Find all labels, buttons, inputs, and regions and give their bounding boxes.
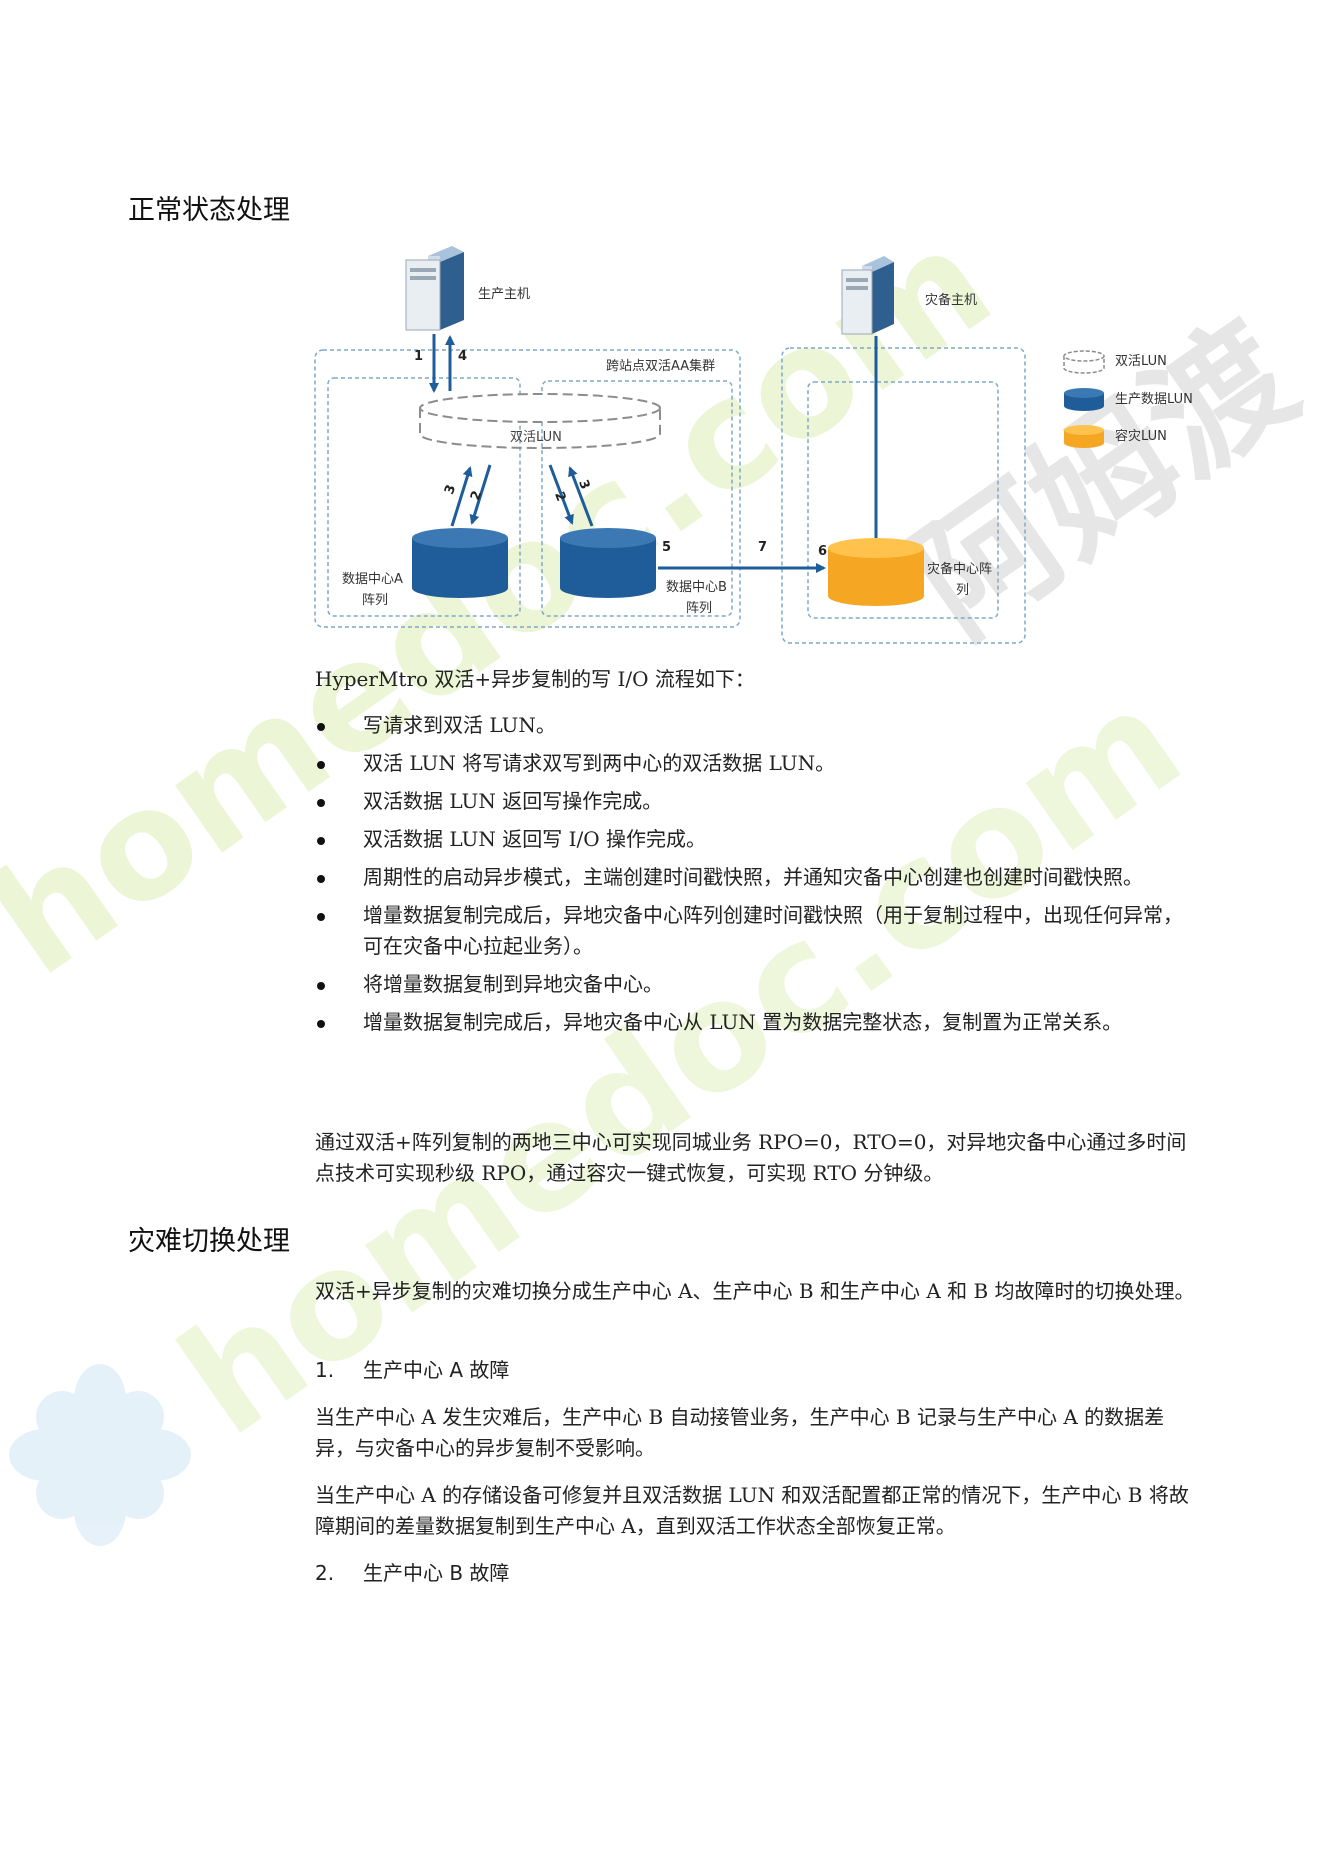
step-6-label: 6: [818, 544, 827, 559]
legend: 双活LUN 生产数据LUN 容灾LUN: [1063, 350, 1193, 448]
step-5-label: 5: [662, 540, 671, 555]
dc-b-lun-cylinder-icon: [560, 528, 656, 598]
dc-b-label-line-2: 阵列: [686, 601, 712, 616]
list-item: 双活数据 LUN 返回写操作完成。: [315, 786, 1195, 817]
list-item-text: 周期性的启动异步模式，主端创建时间戳快照，并通知灾备中心创建也创建时间戳快照。: [363, 865, 1143, 889]
bullet-icon: [317, 837, 325, 845]
arrow-step-2-a: [469, 464, 492, 525]
step-1-label: 1: [414, 349, 423, 364]
arrow-step-3-a: [450, 466, 473, 527]
section-heading-normal: 正常状态处理: [128, 195, 290, 226]
architecture-diagram: 跨站点双活AA集群 生产主机 灾备主机 1 4: [314, 246, 1193, 644]
bullet-icon: [317, 761, 325, 769]
dr-host-label: 灾备主机: [925, 292, 977, 308]
io-flow-list: 写请求到双活 LUN。 双活 LUN 将写请求双写到两中心的双活数据 LUN。 …: [315, 710, 1195, 1045]
paragraph-a1: 当生产中心 A 发生灾难后，生产中心 B 自动接管业务，生产中心 B 记录与生产…: [315, 1405, 1165, 1460]
list-item-text: 双活数据 LUN 返回写 I/O 操作完成。: [363, 827, 707, 851]
step-4-label: 4: [458, 349, 467, 364]
aa-lun-cylinder-icon: [419, 393, 661, 449]
section-heading-disaster: 灾难切换处理: [128, 1226, 290, 1257]
watermark-flower-icon: [9, 1364, 191, 1546]
disaster-intro-paragraph: 双活+异步复制的灾难切换分成生产中心 A、生产中心 B 和生产中心 A 和 B …: [315, 1279, 1195, 1303]
dr-outer-box: [781, 347, 1026, 644]
dc-a-lun-cylinder-icon: [412, 528, 508, 598]
legend-label-dr-lun: 容灾LUN: [1115, 428, 1167, 444]
cluster-box: [314, 349, 741, 628]
step-2b-label: 2: [551, 490, 568, 504]
item-number: 2.: [315, 1561, 335, 1585]
dc-a-box: [327, 377, 521, 617]
list-item: 双活 LUN 将写请求双写到两中心的双活数据 LUN。: [315, 748, 1195, 779]
list-item-text: 写请求到双活 LUN。: [363, 713, 556, 737]
bullet-icon: [317, 875, 325, 883]
list-item-text: 增量数据复制完成后，异地灾备中心阵列创建时间戳快照（用于复制过程中，出现任何异常…: [363, 903, 1183, 958]
list-item-text: 双活数据 LUN 返回写操作完成。: [363, 789, 663, 813]
legend-prod-lun-icon: [1064, 388, 1104, 411]
legend-dr-lun-icon: [1064, 425, 1104, 448]
list-item-text: 将增量数据复制到异地灾备中心。: [363, 972, 663, 996]
dr-center-label-line-1: 灾备中心阵: [927, 561, 992, 577]
list-item: 增量数据复制完成后，异地灾备中心阵列创建时间戳快照（用于复制过程中，出现任何异常…: [315, 900, 1195, 962]
arrow-step-2-b: [548, 464, 574, 525]
dr-host-server-icon: [841, 256, 894, 335]
paragraph-a2: 当生产中心 A 的存储设备可修复并且双活数据 LUN 和双活配置都正常的情况下，…: [315, 1483, 1189, 1538]
step-3b-label: 3: [575, 478, 592, 492]
bullet-icon: [317, 913, 325, 921]
dc-a-label-line-1: 数据中心A: [342, 572, 403, 587]
bullet-icon: [317, 982, 325, 990]
item-label: 生产中心 B 故障: [363, 1561, 510, 1585]
bullet-icon: [317, 799, 325, 807]
dc-a-label-line-2: 阵列: [362, 593, 388, 608]
arrow-step-3-b: [568, 466, 594, 527]
bullet-icon: [317, 723, 325, 731]
list-item: 增量数据复制完成后，异地灾备中心从 LUN 置为数据完整状态，复制置为正常关系。: [315, 1007, 1195, 1038]
dr-lun-cylinder-icon: [828, 538, 924, 606]
list-item: 周期性的启动异步模式，主端创建时间戳快照，并通知灾备中心创建也创建时间戳快照。: [315, 862, 1195, 893]
dr-center-label-line-2: 列: [956, 583, 969, 598]
list-item: 将增量数据复制到异地灾备中心。: [315, 969, 1195, 1000]
step-7-label: 7: [758, 540, 767, 555]
legend-label-prod-lun: 生产数据LUN: [1115, 392, 1193, 407]
dc-b-label-line-1: 数据中心B: [666, 580, 727, 595]
aa-lun-label: 双活LUN: [510, 430, 562, 445]
item-number: 1.: [315, 1358, 335, 1382]
list-item-text: 双活 LUN 将写请求双写到两中心的双活数据 LUN。: [363, 751, 836, 775]
item-label: 生产中心 A 故障: [363, 1358, 510, 1382]
bullet-icon: [317, 1020, 325, 1028]
summary-paragraph: 通过双活+阵列复制的两地三中心可实现同城业务 RPO=0，RTO=0，对异地灾备…: [315, 1130, 1187, 1185]
list-item-text: 增量数据复制完成后，异地灾备中心从 LUN 置为数据完整状态，复制置为正常关系。: [363, 1010, 1123, 1034]
cluster-label: 跨站点双活AA集群: [606, 358, 715, 374]
step-3a-label: 3: [442, 483, 459, 497]
legend-label-aa-lun: 双活LUN: [1115, 354, 1167, 369]
prod-host-label: 生产主机: [478, 287, 530, 302]
numbered-item-2: 2. 生产中心 B 故障: [315, 1558, 509, 1589]
legend-aa-lun-icon: [1063, 350, 1105, 374]
list-item: 写请求到双活 LUN。: [315, 710, 1195, 741]
intro-paragraph: HyperMtro 双活+异步复制的写 I/O 流程如下：: [315, 667, 755, 691]
numbered-item-1: 1. 生产中心 A 故障: [315, 1355, 509, 1386]
list-item: 双活数据 LUN 返回写 I/O 操作完成。: [315, 824, 1195, 855]
production-host-server-icon: [405, 246, 464, 331]
